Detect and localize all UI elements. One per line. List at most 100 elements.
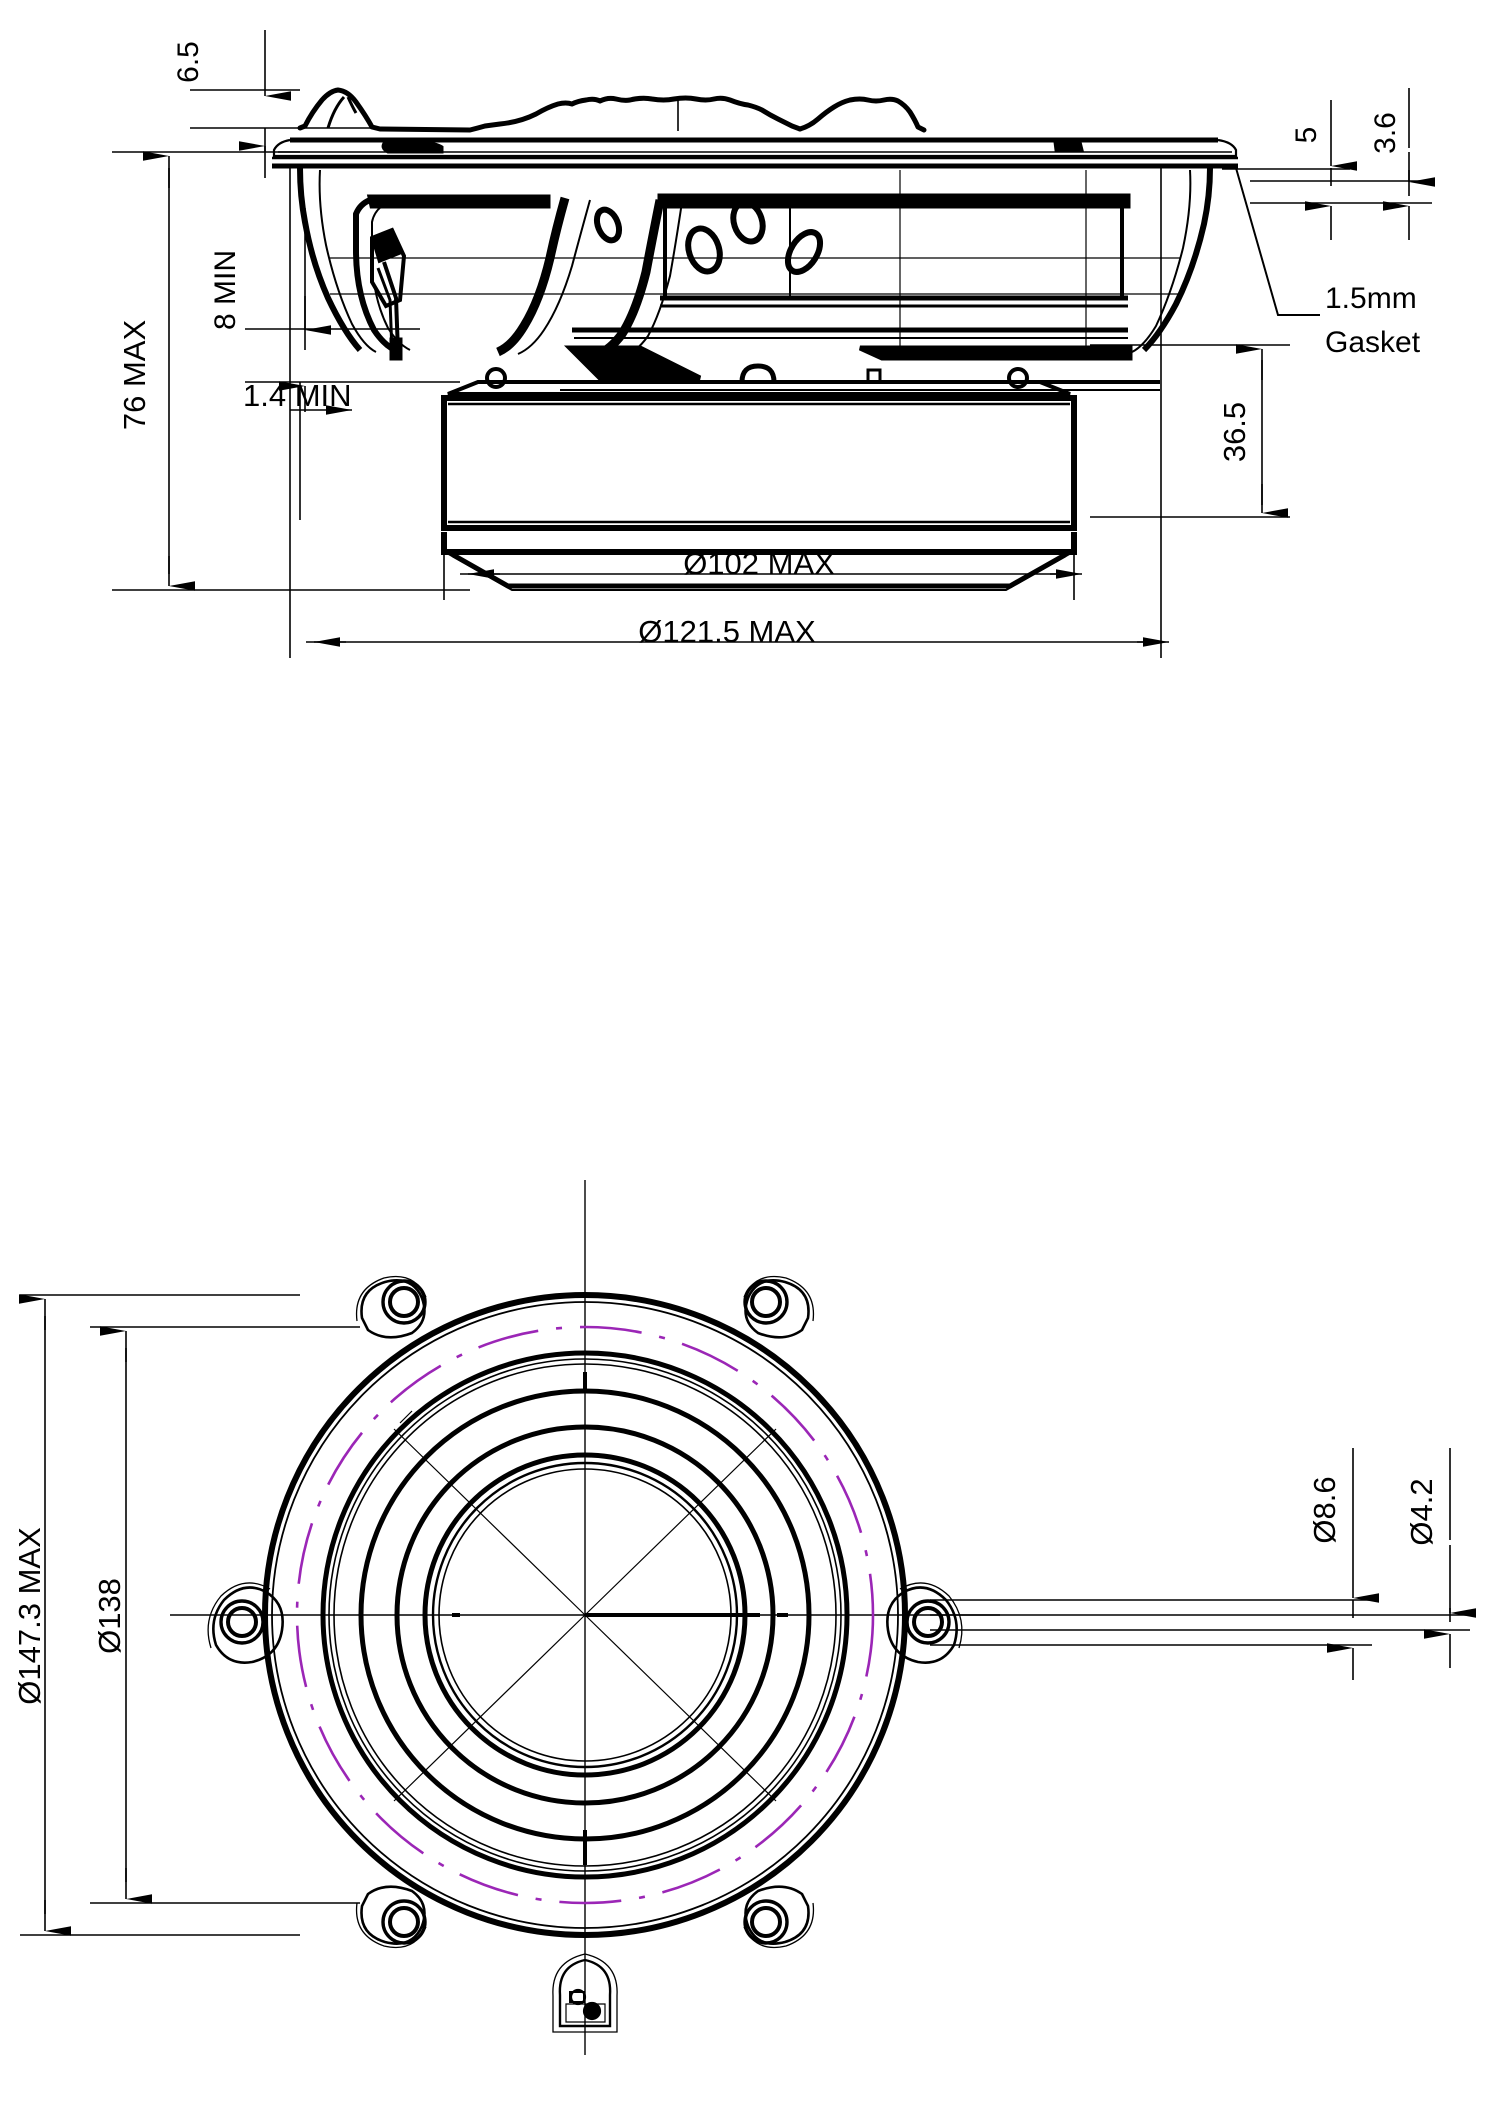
basket-arch-left [353,197,401,355]
cone-inner-ring [431,1461,739,1769]
marking-outline [558,1958,612,2028]
dim-76-max [112,151,470,591]
web-arc-1 [399,1410,413,1424]
basket-leg-outer-right-inner [1131,169,1192,353]
hole-inner-2 [750,1286,782,1318]
web-spoke-4 [584,1614,777,1802]
dim-d121-5-max [289,168,1169,658]
dim-d102-max-label: Ø102 MAX [683,546,835,581]
driver-side-geometry [272,87,1238,591]
vent-hole-2 [593,206,623,244]
flange-outer-circle-inner [271,1301,899,1929]
gasket-callout-leader [1235,167,1320,316]
dim-3-6-label: 3.6 [1369,112,1402,154]
dim-1-4-min-label: 1.4 MIN [243,378,352,413]
pole-piece-bump [739,363,777,383]
surround-outer-ring [358,1388,812,1842]
boss-outline-4 [886,1586,958,1664]
hole-inner-3 [226,1606,258,1638]
vent-hole-1 [685,225,723,275]
terminal-lead-1 [382,261,400,353]
hole-inner-5 [388,1906,420,1938]
dim-d8-6-label: Ø8.6 [1307,1476,1342,1543]
boss-outline-3b [207,1582,271,1649]
bolt-circle-magenta [295,1325,875,1905]
boss-outline-4b [899,1582,963,1649]
dim-d147-3-max-label: Ø147.3 MAX [12,1527,47,1705]
terminal-lead-2 [376,267,394,353]
dim-d102-max [443,540,1082,600]
dim-d8-6 [930,1448,1379,1680]
hole-outer-1 [381,1279,427,1325]
hole-outer-5 [381,1899,427,1945]
dim-5-label: 5 [1290,127,1323,144]
basket-leg-outer-left [297,167,363,352]
dim-8-min-label: 8 MIN [209,250,242,330]
basket-window-left-top [366,194,551,209]
basket-rim-outer-2 [328,1358,842,1872]
web-spoke-3 [393,1614,586,1802]
hole-inner-1 [388,1286,420,1318]
basket-web-spokes [393,1410,777,1802]
surround-inner-ring [394,1424,776,1806]
spider-rib-right [858,345,1133,361]
dim-36-5 [1090,344,1290,518]
vent-hole-3 [730,199,766,245]
dim-d147-3-max [19,1294,300,1936]
dim-8-min [245,208,420,350]
cone-dustcap-profile-mirror [797,96,927,133]
cone-inner-line [326,95,358,129]
cone-inner-ring-2 [438,1468,732,1762]
web-spoke-1 [584,1428,777,1616]
mounting-hole-6 [743,1885,815,1949]
terminal-block-shade [370,228,404,264]
hole-inner-4 [912,1606,944,1638]
boss-outline-6 [744,1885,810,1945]
magnet-bottom-bevel [446,549,1072,589]
basket-leg-outer-left-inner [318,169,377,353]
boss-outline-2 [744,1279,810,1339]
side-section-view: 6.5 76 MAX 8 MIN 1.4 MIN [112,30,1435,658]
terminal-lead-tip [389,337,403,361]
eyelet-right [1007,367,1029,389]
vent-hole-4 [784,229,824,275]
marking-outline-2 [552,1953,618,2033]
dim-6-5-label: 6.5 [172,41,205,83]
basket-rim-outer-3 [333,1363,837,1867]
hole-inner-6 [750,1906,782,1938]
dim-d4-2-label: Ø4.2 [1404,1478,1439,1545]
boss-outline-3 [212,1586,284,1664]
dim-d138 [90,1326,360,1904]
dim-76-max-label: 76 MAX [117,320,152,431]
web-spoke-2 [393,1428,586,1616]
mounting-hole-4 [886,1582,963,1664]
gasket-lug-right [1053,140,1084,152]
dim-36-5-label: 36.5 [1217,402,1252,462]
cone-dustcap-profile [297,87,803,133]
motor-top-box [657,193,1131,209]
flange-outer-circle [262,1292,908,1938]
flange-top-chamfer [272,138,1238,158]
magnet-top-bevel [447,380,1071,396]
mounting-hole-1 [355,1275,427,1339]
rear-plan-view: Ø147.3 MAX Ø138 Ø8.6 [12,1180,1476,2055]
mounting-hole-group [207,1275,963,1949]
basket-rim-outer [320,1350,850,1880]
dim-d121-5-max-label: Ø121.5 MAX [638,614,816,649]
boss-outline-5 [360,1885,426,1945]
dim-1-4-min [245,381,460,520]
hole-outer-2 [743,1279,789,1325]
marking-glyph-3 [569,1991,585,2003]
eyelet-left [485,367,507,389]
mounting-hole-3 [207,1582,284,1664]
mounting-hole-5 [355,1885,427,1949]
gasket-leader-line [1235,167,1320,316]
gasket-lug-left [381,140,444,154]
bottom-marking-boss [552,1953,618,2033]
dim-d4-2 [930,1448,1476,1668]
marking-glyph-2 [582,2001,602,2021]
gasket-callout-line2: Gasket [1325,326,1421,359]
hole-outer-4 [905,1599,951,1645]
dim-3-6 [1250,88,1435,240]
